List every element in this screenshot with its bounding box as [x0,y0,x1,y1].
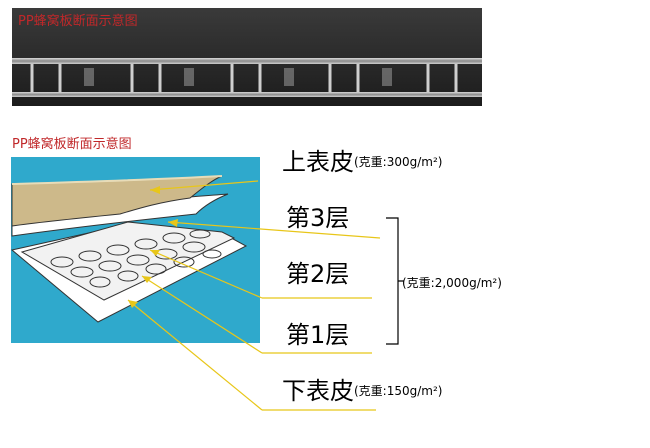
label-bottom-skin-spec: (克重:150g/m²) [354,384,443,398]
label-layer-2-name: 第2层 [286,260,350,288]
layer-group-bracket [386,217,404,345]
label-top-skin-name: 上表皮 [282,148,354,176]
leader-lines [127,180,381,411]
label-bottom-skin: 下表皮(克重:150g/m²) [282,379,442,403]
label-top-skin: 上表皮(克重:300g/m²) [282,150,442,174]
cross-section-photo-image [12,8,482,106]
label-layer-3-name: 第3层 [286,204,350,232]
photo-title: PP蜂窝板断面示意图 [18,14,138,29]
core-group-spec: (克重:2,000g/m²) [402,276,502,290]
label-bottom-skin-name: 下表皮 [282,377,354,405]
label-layer-3: 第3层 [286,206,349,230]
diagram-title: PP蜂窝板断面示意图 [12,137,132,152]
label-layer-1: 第1层 [286,323,349,347]
label-top-skin-spec: (克重:300g/m²) [354,155,443,169]
label-layer-2: 第2层 [286,262,349,286]
label-layer-1-name: 第1层 [286,321,350,349]
cross-section-photo: PP蜂窝板断面示意图 [12,8,482,106]
